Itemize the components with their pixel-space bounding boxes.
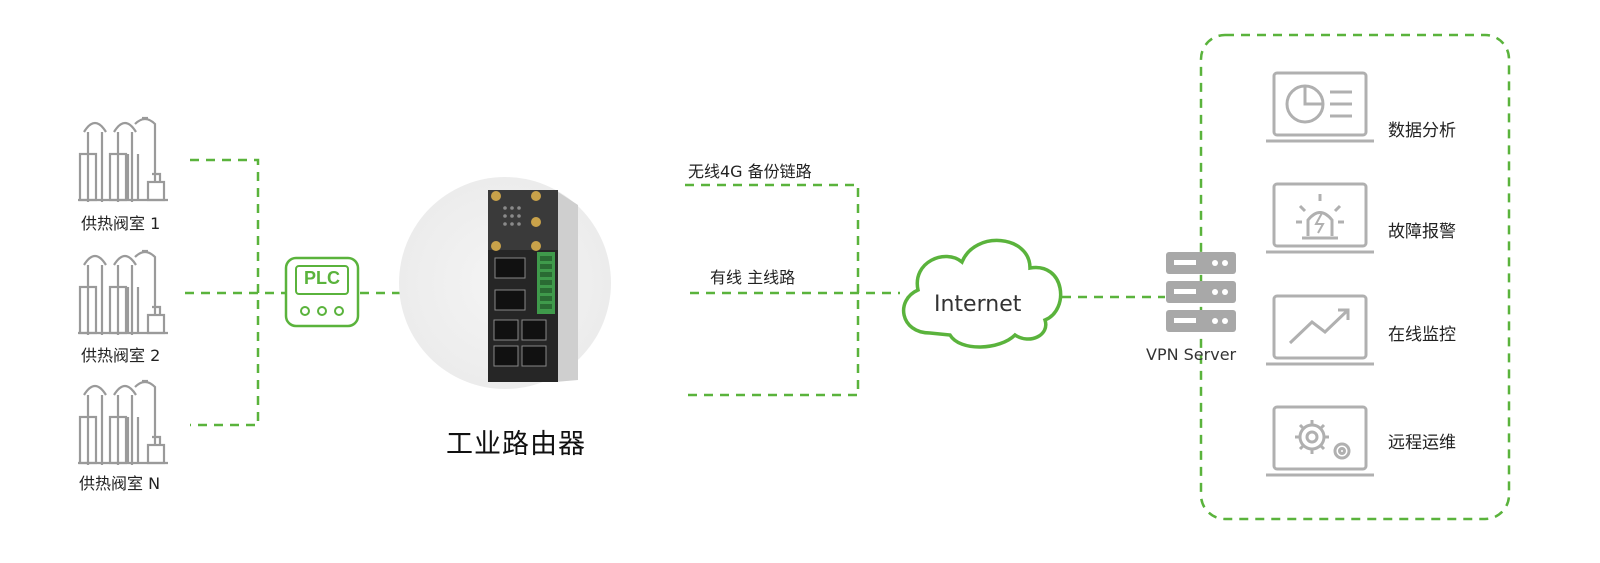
function-label-remote-ops: 远程运维 — [1388, 433, 1456, 453]
internet-label: Internet — [934, 292, 1022, 317]
internet-cloud — [901, 238, 1063, 349]
monitor-icon — [1266, 405, 1374, 477]
pie-chart-icon — [1285, 84, 1352, 124]
server-icon — [1166, 252, 1236, 332]
vpn-server-label: VPN Server — [1146, 345, 1237, 364]
function-label-online-monitoring: 在线监控 — [1388, 325, 1456, 345]
trend-chart-icon — [1288, 308, 1350, 345]
room-label: 供热阀室 N — [79, 474, 161, 493]
room-connectors — [185, 158, 400, 427]
function-label-fault-alarm: 故障报警 — [1388, 222, 1456, 242]
monitor-icon — [1266, 182, 1374, 254]
router-label: 工业路由器 — [446, 429, 586, 460]
wireless-link-label: 无线4G 备份链路 — [688, 162, 812, 181]
valve-room-icon — [78, 249, 168, 335]
plc-device — [284, 256, 360, 328]
room-label: 供热阀室 2 — [81, 346, 161, 365]
valve-room-icon — [78, 116, 168, 202]
wired-link-label: 有线 主线路 — [710, 268, 796, 287]
valve-room-icon — [78, 379, 168, 465]
monitor-icon — [1266, 71, 1374, 143]
wan-connectors — [685, 183, 1165, 397]
router-device — [488, 190, 578, 382]
plc-label: PLC — [304, 268, 340, 288]
monitor-icon — [1266, 294, 1374, 366]
alarm-light-icon — [1296, 194, 1344, 240]
function-label-data-analysis: 数据分析 — [1388, 121, 1456, 141]
services-panel — [1199, 33, 1511, 521]
room-label: 供热阀室 1 — [81, 214, 161, 233]
gears-icon — [1295, 420, 1351, 460]
